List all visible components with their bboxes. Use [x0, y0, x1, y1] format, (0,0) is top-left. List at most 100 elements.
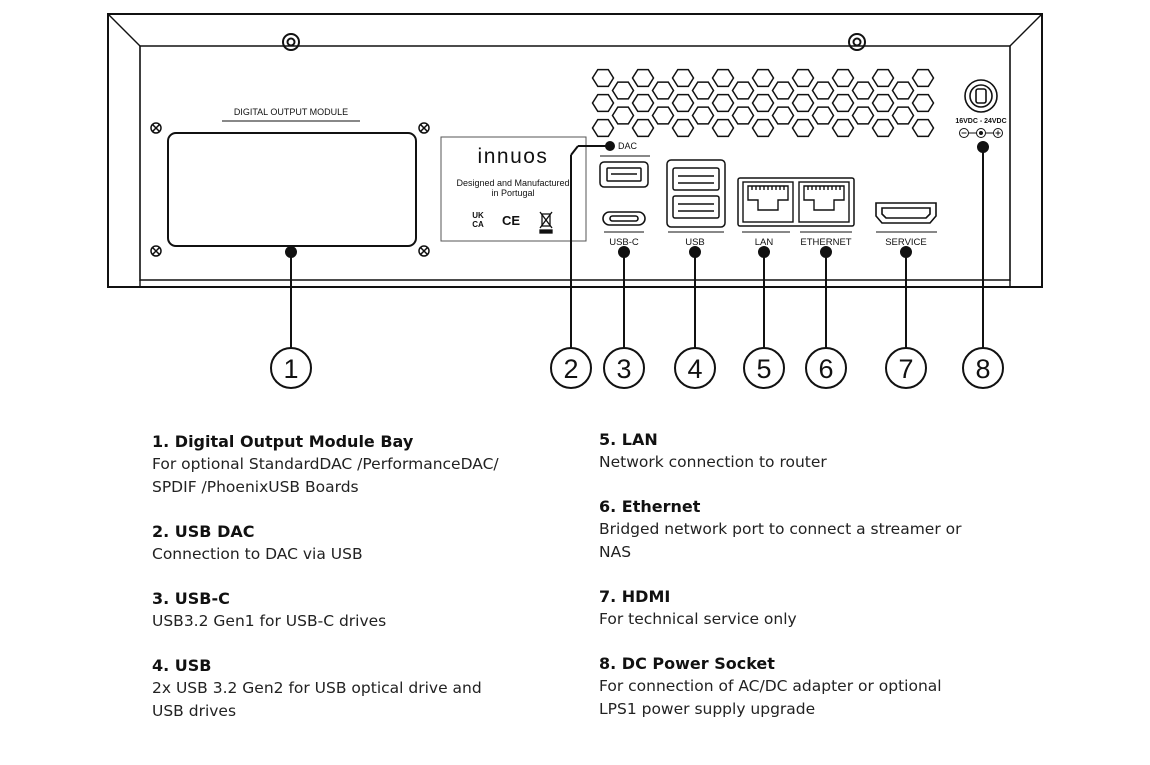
callout-number: 4 [687, 354, 702, 384]
usb-c-port [602, 211, 646, 226]
vent-hole [791, 93, 815, 113]
vent-hole [751, 118, 775, 138]
vent-hole [871, 93, 895, 113]
vent-hole [631, 93, 655, 113]
vent-hole [631, 118, 655, 138]
callout-number: 3 [616, 354, 631, 384]
callout-3: 3 [603, 347, 645, 389]
module-screws [150, 122, 430, 257]
callout-8: 8 [962, 347, 1004, 389]
chassis [107, 13, 1043, 288]
callout-number: 5 [756, 354, 771, 384]
vent-hole [591, 118, 615, 138]
legend-title: 2. USB DAC [152, 522, 255, 541]
power-rating-label: 16VDC - 24VDC [955, 118, 1006, 125]
vent-hole [831, 68, 855, 88]
vent-hole [711, 68, 735, 88]
legend-title: 4. USB [152, 656, 212, 675]
vent-hole [691, 106, 715, 125]
vent-hole [791, 118, 815, 138]
hdmi-port [875, 202, 937, 224]
vent-hole [871, 68, 895, 88]
legend-desc: For optional StandardDAC /PerformanceDAC… [152, 455, 499, 473]
ukca-mark-top: UK [472, 211, 484, 220]
legend-desc: Network connection to router [599, 453, 827, 471]
legend-desc: Connection to DAC via USB [152, 545, 363, 563]
service-label: SERVICE [885, 237, 927, 248]
ukca-mark-bottom: CA [472, 220, 484, 229]
callout-5: 5 [743, 347, 785, 389]
legend-right: 5. LAN Network connection to router 6. E… [599, 428, 1039, 742]
usb-label: USB [685, 237, 705, 248]
callout-number: 7 [898, 354, 913, 384]
vent-hole [711, 118, 735, 138]
made-in-line1: Designed and Manufactured [456, 178, 569, 188]
legend-desc: LPS1 power supply upgrade [599, 700, 816, 718]
legend-desc: Bridged network port to connect a stream… [599, 520, 962, 538]
legend-title: 8. DC Power Socket [599, 654, 775, 673]
brand-plate [440, 136, 587, 242]
legend-desc: 2x USB 3.2 Gen2 for USB optical drive an… [152, 679, 482, 697]
callout-7: 7 [885, 347, 927, 389]
usb-dac-port [599, 161, 649, 188]
vent-hole [911, 93, 935, 113]
legend-item-usb: 4. USB 2x USB 3.2 Gen2 for USB optical d… [152, 654, 592, 723]
legend-title: 3. USB-C [152, 589, 230, 608]
vent-hole [771, 81, 795, 100]
callout-number: 1 [283, 354, 298, 384]
callout-6: 6 [805, 347, 847, 389]
vent-hole [591, 93, 615, 113]
vent-hole [891, 106, 915, 125]
vent-hole [851, 106, 875, 125]
callout-2: 2 [550, 347, 592, 389]
dac-label: DAC [618, 141, 638, 151]
vent-hole [831, 93, 855, 113]
vent-hole [651, 106, 675, 125]
vent-hole [671, 93, 695, 113]
vent-hole [611, 106, 635, 125]
legend-desc: SPDIF /PhoenixUSB Boards [152, 478, 359, 496]
callout-leaders [285, 141, 989, 348]
vent-hole [811, 81, 835, 100]
legend-desc: NAS [599, 543, 632, 561]
usb-dual-port [666, 159, 726, 228]
legend-item-usb-dac: 2. USB DAC Connection to DAC via USB [152, 520, 592, 566]
legend-item-hdmi: 7. HDMI For technical service only [599, 585, 1039, 631]
legend-title: 7. HDMI [599, 587, 671, 606]
callout-number: 6 [818, 354, 833, 384]
legend-desc: USB3.2 Gen1 for USB-C drives [152, 612, 387, 630]
vent-hole [731, 106, 755, 125]
callout-number: 2 [563, 354, 578, 384]
weee-bin-icon [539, 211, 553, 234]
vent-grille [591, 68, 935, 138]
legend-item-module-bay: 1. Digital Output Module Bay For optiona… [152, 430, 592, 499]
lan-port [742, 181, 794, 223]
callout-4: 4 [674, 347, 716, 389]
vent-hole [651, 81, 675, 100]
legend-item-usb-c: 3. USB-C USB3.2 Gen1 for USB-C drives [152, 587, 592, 633]
brand-logo: innuos [478, 145, 549, 168]
vent-hole [591, 68, 615, 88]
vent-hole [711, 93, 735, 113]
ce-mark: CE [502, 213, 520, 228]
vent-hole [751, 93, 775, 113]
top-screw-right [848, 33, 866, 51]
legend-desc: USB drives [152, 702, 237, 720]
vent-hole [911, 68, 935, 88]
rj45-block [737, 177, 855, 227]
legend-left: 1. Digital Output Module Bay For optiona… [152, 430, 592, 744]
legend-title: 1. Digital Output Module Bay [152, 432, 414, 451]
made-in-line2: in Portugal [491, 188, 534, 198]
vent-hole [791, 68, 815, 88]
usb-c-label: USB-C [609, 237, 639, 248]
vent-hole [671, 68, 695, 88]
callout-number: 8 [975, 354, 990, 384]
dc-power-socket [964, 79, 998, 113]
legend-item-lan: 5. LAN Network connection to router [599, 428, 1039, 474]
legend-desc: For technical service only [599, 610, 797, 628]
legend-desc: For connection of AC/DC adapter or optio… [599, 677, 942, 695]
ethernet-label: ETHERNET [800, 237, 851, 248]
legend-title: 5. LAN [599, 430, 658, 449]
vent-hole [631, 68, 655, 88]
module-bay [167, 132, 417, 247]
